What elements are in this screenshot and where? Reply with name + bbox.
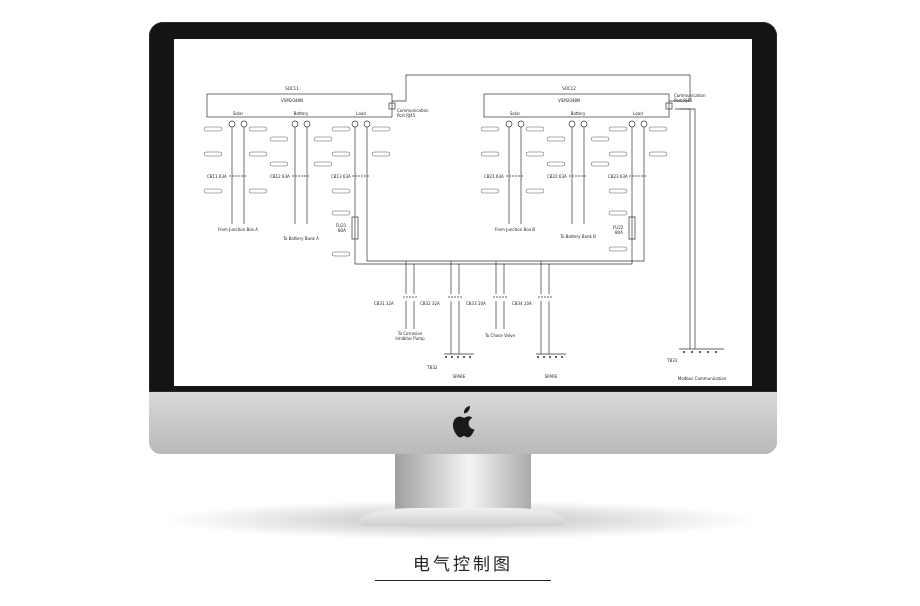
right-panel-label: SOC12 [562,86,576,91]
left-dest-junction: From Junction Box A [218,227,258,232]
bottom-breaker-2: CB32 32A [420,301,440,306]
spare-label-2: SPARE [545,374,558,379]
right-dest-junction: From Junction Box B [495,227,535,232]
modbus-label: Modbus Communication [678,376,727,381]
spare-label-1: SPARE [453,374,466,379]
terminal-tb32: TB32 [426,365,438,370]
bottom-breaker-4: CB34 10A [512,301,532,306]
left-fuse-rating: 80A [338,228,346,233]
left-breaker-3: CB13 63A [331,174,351,179]
right-device-label: VSM2048N [558,98,580,103]
monitor-screen: SOC11 VSM2048N Solar Battery Load Commun… [174,39,752,386]
right-group-load: Load [633,111,643,116]
right-group-solar: Solar [510,111,521,116]
left-group-battery: Battery [294,111,309,116]
dest-pump-2: Inhibitor Pump [395,336,425,341]
left-device-label: VSM2048N [281,98,303,103]
right-fuse-name: FU22 [613,225,624,230]
left-group-solar: Solar [233,111,244,116]
stand-neck [395,454,531,514]
bottom-breaker-3: CB33 10A [466,301,486,306]
dest-valve: To Chose Valve [484,333,515,338]
right-breaker-3: CB23 63A [608,174,628,179]
stand-foot [360,508,566,526]
electrical-schematic: SOC11 VSM2048N Solar Battery Load Commun… [203,74,727,381]
right-breaker-1: CB21 63A [484,174,504,179]
caption-title: 电气控制图 [413,555,513,575]
bottom-breaker-1: CB31 32A [374,301,394,306]
left-fuse-name: FU21 [336,223,347,228]
left-breaker-2: CB12 63A [270,174,290,179]
left-comm-port-1: Communication [397,108,429,113]
right-group-battery: Battery [571,111,586,116]
dest-pump-1: To Corrosion [397,331,423,336]
left-comm-port-2: Port RJ45 [397,113,416,118]
right-dest-battery: To Battery Bank B [559,234,596,239]
left-panel-label: SOC11 [285,86,299,91]
apple-logo-icon [453,406,475,438]
right-fuse-rating: 80A [615,230,623,235]
right-comm-port-2: Port RJ45 [674,98,693,103]
left-group-load: Load [356,111,366,116]
right-comm-port-1: Communication [674,93,706,98]
right-breaker-2: CB22 63A [547,174,567,179]
caption-underline [375,580,551,581]
left-breaker-1: CB11 63A [207,174,227,179]
terminal-tb33: TB33 [666,358,678,363]
left-dest-battery: To Battery Bank A [282,236,319,241]
